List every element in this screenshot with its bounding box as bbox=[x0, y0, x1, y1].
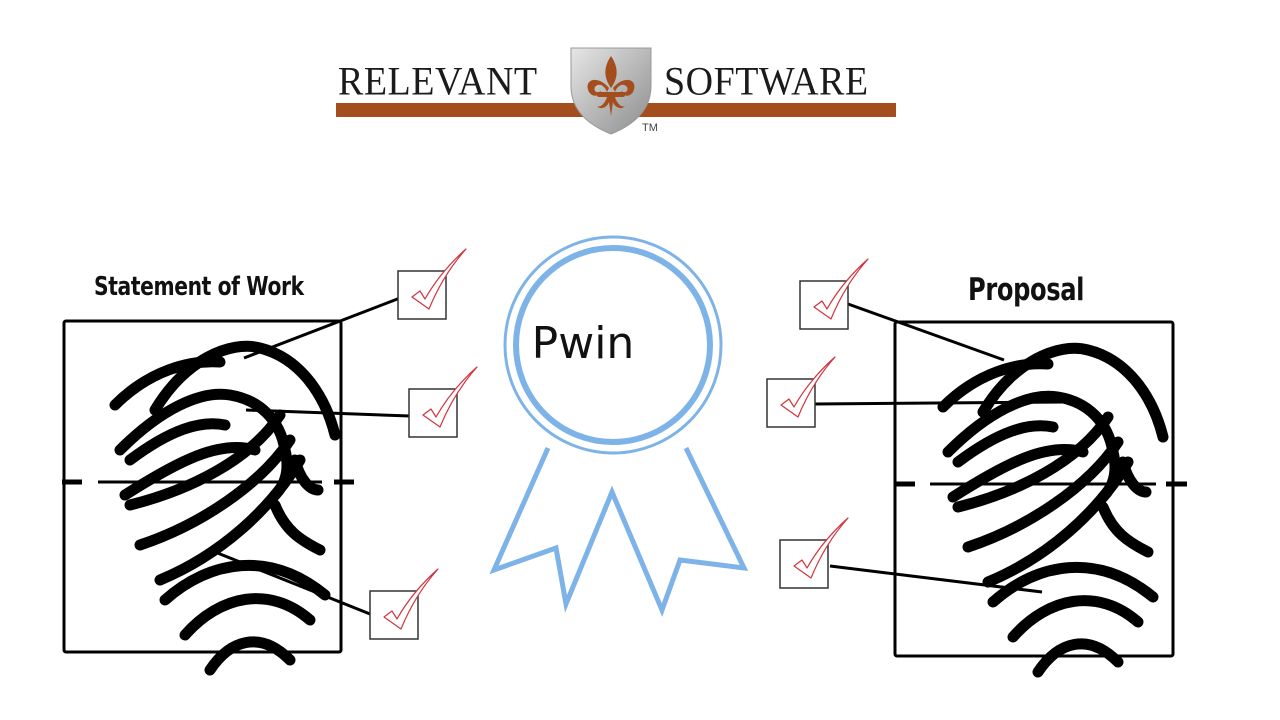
checkmark-icon bbox=[799, 258, 869, 330]
statement-of-work-title: Statement of Work bbox=[94, 272, 304, 302]
pwin-label: Pwin bbox=[531, 318, 635, 369]
trademark-symbol: TM bbox=[642, 122, 658, 134]
logo-word-right: SOFTWARE bbox=[664, 59, 869, 105]
fingerprint-icon bbox=[115, 346, 335, 670]
document-frame bbox=[62, 319, 343, 654]
statement-of-work-document bbox=[62, 248, 478, 670]
connector-lines bbox=[814, 302, 1067, 594]
relevant-software-logo: RELEVANT SOFTWARE TM bbox=[336, 46, 896, 140]
connector-lines bbox=[209, 296, 411, 616]
logo-word-left: RELEVANT bbox=[338, 59, 538, 105]
checkmark-icon bbox=[369, 568, 439, 640]
document-frame bbox=[893, 320, 1175, 658]
checkmark-icon bbox=[766, 356, 836, 428]
proposal-document bbox=[766, 258, 1187, 672]
award-ribbon-icon bbox=[489, 235, 749, 617]
checkmark-icon bbox=[779, 517, 849, 589]
fleur-de-lis-shield-icon bbox=[570, 47, 652, 135]
fingerprint-icon bbox=[943, 348, 1163, 672]
proposal-title: Proposal bbox=[968, 272, 1085, 308]
checkmark-icon bbox=[397, 248, 467, 320]
checkmark-icon bbox=[408, 366, 478, 438]
